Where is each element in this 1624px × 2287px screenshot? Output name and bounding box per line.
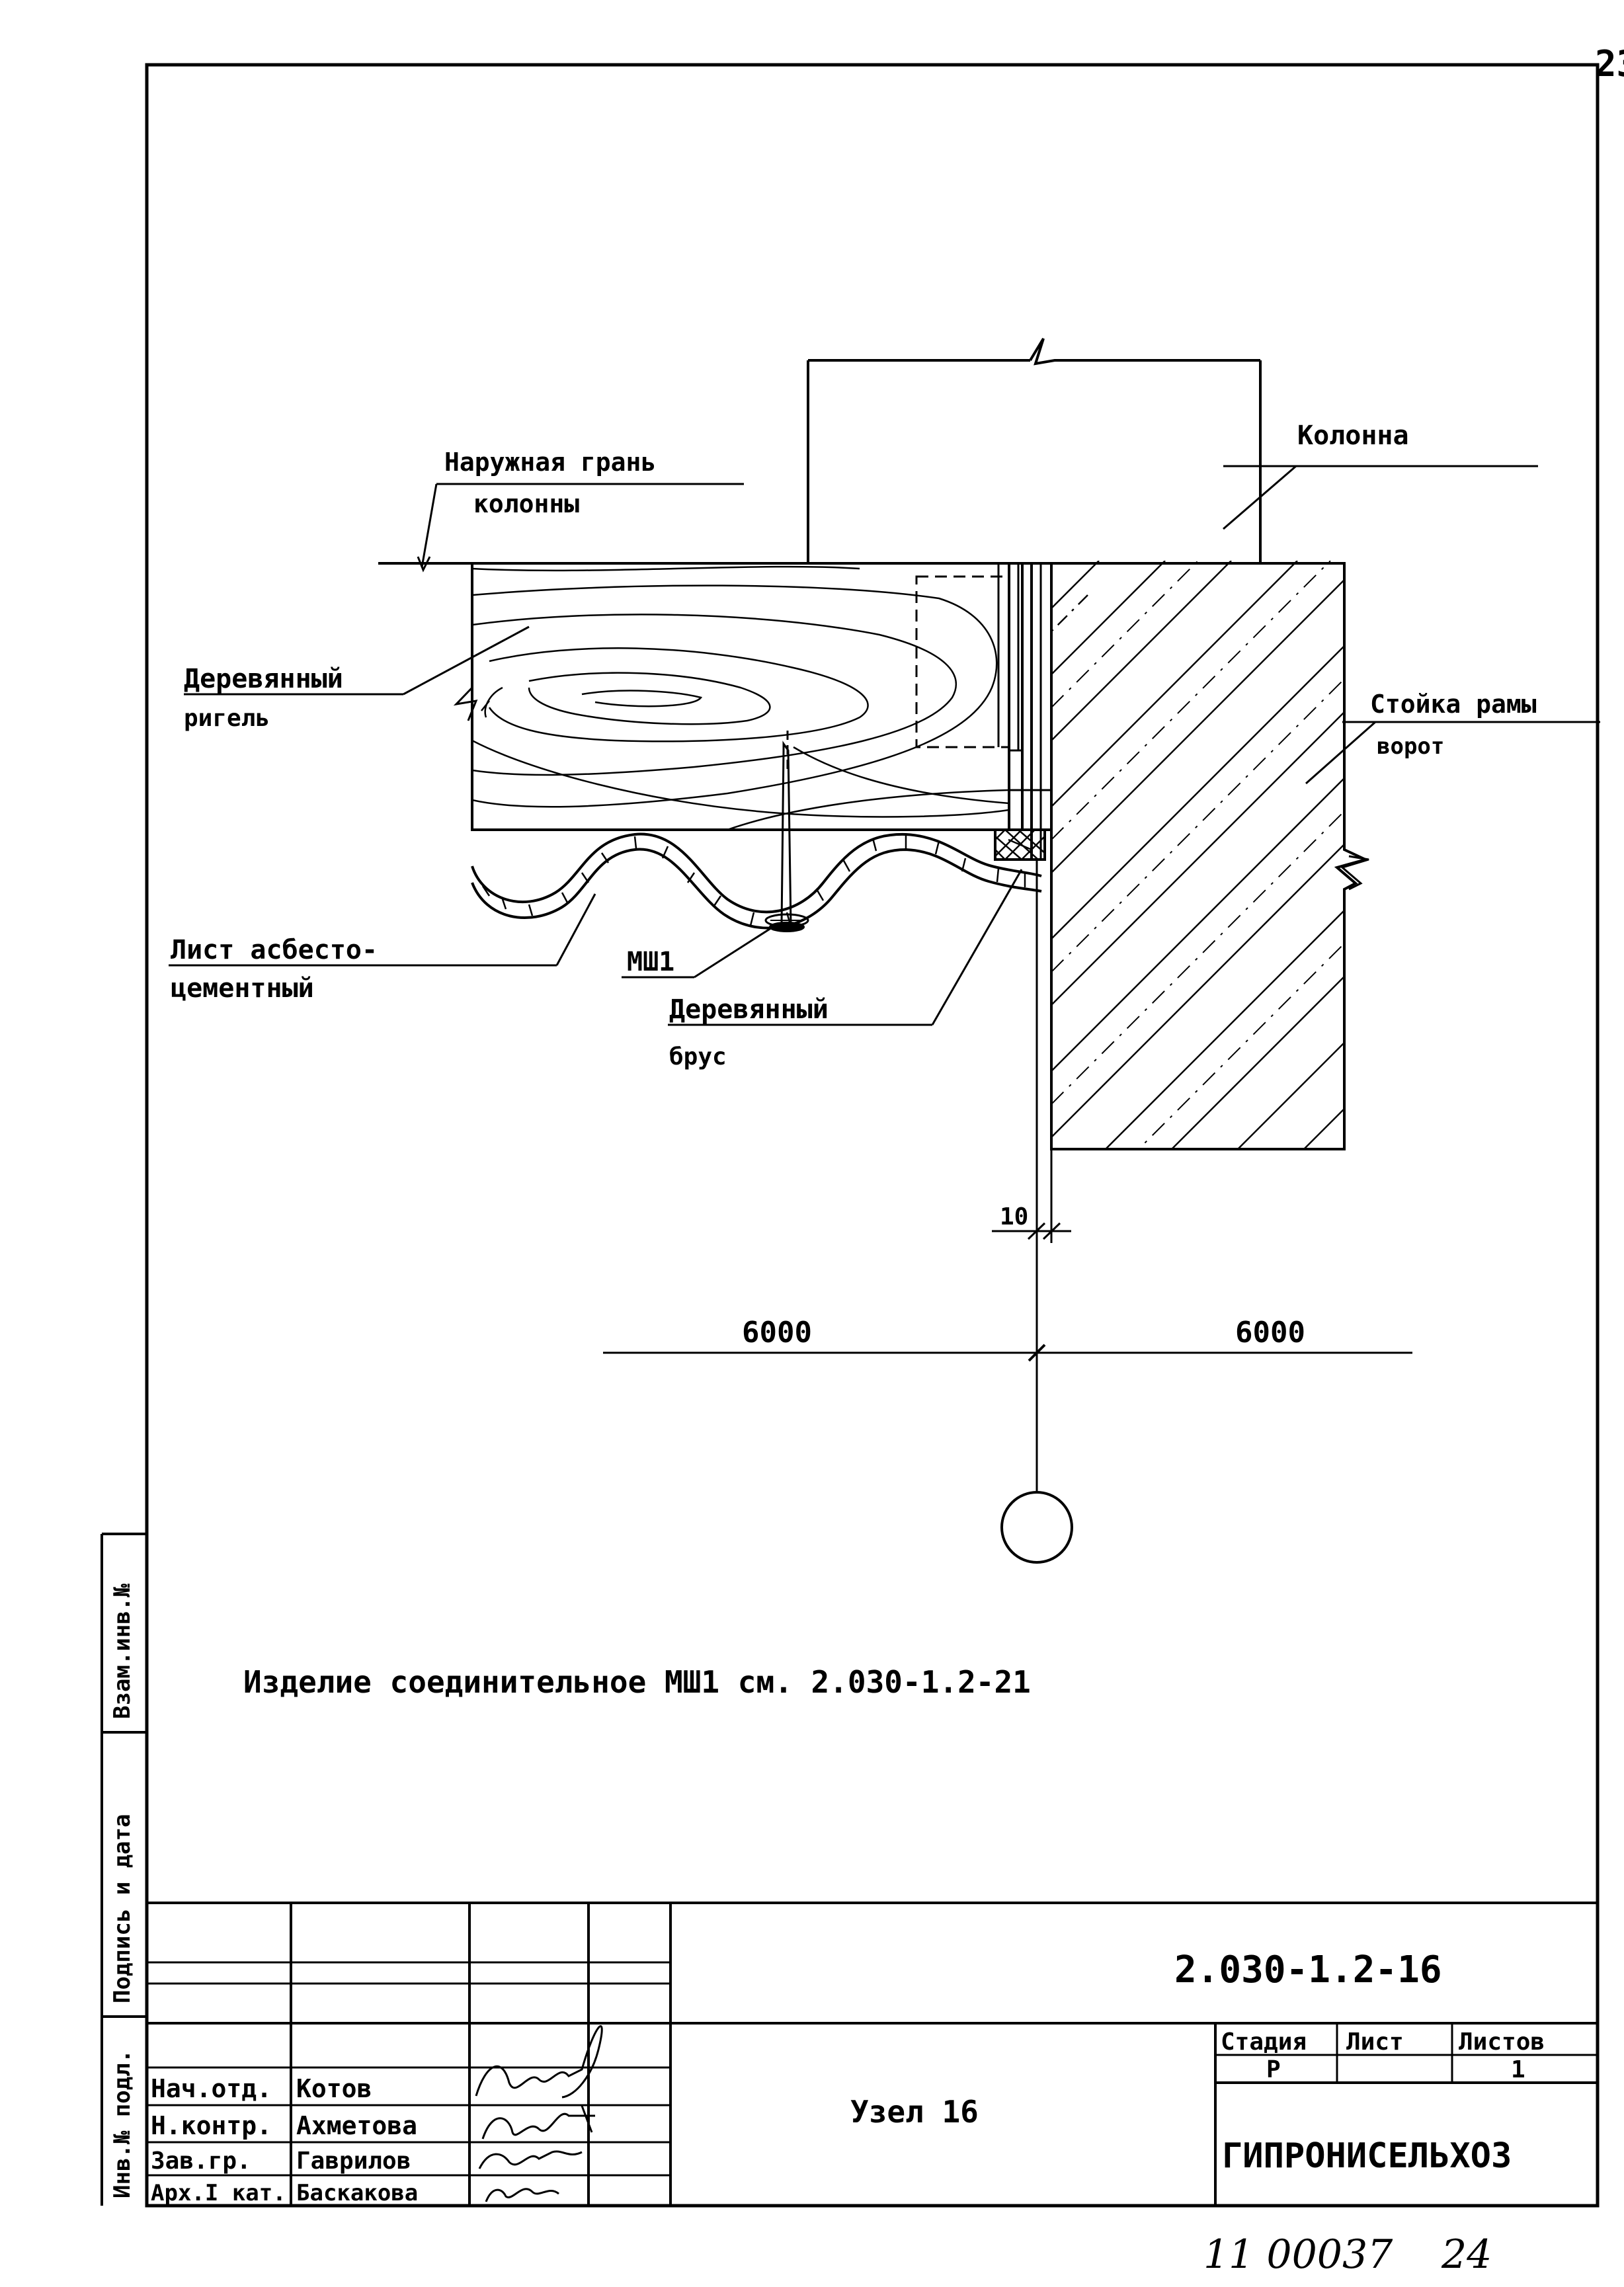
page-number-top: 23 bbox=[1595, 43, 1624, 85]
label-wooden-beam-1: Деревянный bbox=[184, 664, 343, 694]
label-wooden-bar-2: брус bbox=[669, 1043, 727, 1070]
organization: ГИПРОНИСЕЛЬХОЗ bbox=[1222, 2136, 1512, 2176]
dim-span-left: 6000 bbox=[742, 1316, 812, 1349]
designation: 2.030-1.2-16 bbox=[1174, 1948, 1442, 1991]
staff-name: Гаврилов bbox=[296, 2147, 411, 2175]
left-strip: Инв.№ подл. Подпись и дата Взам.инв.№ bbox=[101, 1533, 147, 2206]
dim-span-right: 6000 bbox=[1235, 1316, 1305, 1349]
staff-role: Нач.отд. bbox=[151, 2074, 272, 2103]
gate-post bbox=[1050, 561, 1369, 1150]
sheets-header: Листов bbox=[1459, 2028, 1545, 2056]
column-outline bbox=[807, 337, 1538, 563]
podpis-data-label: Подпись и дата bbox=[109, 1814, 136, 2003]
sheets-value: 1 bbox=[1511, 2056, 1525, 2083]
label-gate-post-1: Стойка рамы bbox=[1370, 690, 1537, 719]
staff-role: Арх.I кат. bbox=[151, 2180, 286, 2206]
label-outer-face-1: Наружная грань bbox=[444, 448, 656, 477]
staff-role: Зав.гр. bbox=[151, 2147, 251, 2175]
stage-value: Р bbox=[1266, 2056, 1281, 2083]
axis-marker-circle bbox=[1000, 1491, 1073, 1564]
label-asbestos-1: Лист асбесто- bbox=[171, 935, 378, 965]
label-msh1: МШ1 bbox=[627, 947, 674, 977]
signature-scribbles bbox=[475, 2025, 603, 2202]
sheet-frame bbox=[145, 63, 1600, 2208]
stage-header: Стадия bbox=[1221, 2028, 1307, 2056]
wooden-beam bbox=[453, 562, 1051, 860]
label-outer-face-2: колонны bbox=[473, 489, 579, 518]
sheet-title: Узел 16 bbox=[850, 2094, 979, 2130]
label-wooden-beam-2: ригель bbox=[184, 705, 270, 732]
fastener-msh1 bbox=[764, 731, 809, 932]
vzam-inv-label: Взам.инв.№ bbox=[109, 1584, 136, 1719]
staff-name: Котов bbox=[296, 2074, 372, 2103]
inv-podl-label: Инв.№ подл. bbox=[109, 2050, 136, 2198]
label-wooden-bar-1: Деревянный bbox=[669, 994, 829, 1025]
asbestos-sheet bbox=[471, 832, 1042, 930]
label-asbestos-2: цементный bbox=[171, 973, 314, 1004]
staff-role: Н.контр. bbox=[151, 2111, 272, 2140]
bottom-code: 11 00037 bbox=[1203, 2231, 1393, 2278]
dim-gap: 10 bbox=[1000, 1203, 1028, 1230]
staff-name: Ахметова bbox=[296, 2111, 417, 2140]
sheet-header: Лист bbox=[1346, 2028, 1404, 2056]
wooden-bar bbox=[994, 828, 1046, 861]
title-block bbox=[147, 1902, 1598, 2206]
bottom-page-number: 24 bbox=[1441, 2231, 1492, 2278]
staff-name: Баскакова bbox=[296, 2180, 418, 2206]
label-column: Колонна bbox=[1297, 421, 1409, 451]
label-gate-post-2: ворот bbox=[1377, 733, 1444, 760]
note-connector: Изделие соединительное МШ1 см. 2.030-1.2… bbox=[243, 1664, 1031, 1700]
